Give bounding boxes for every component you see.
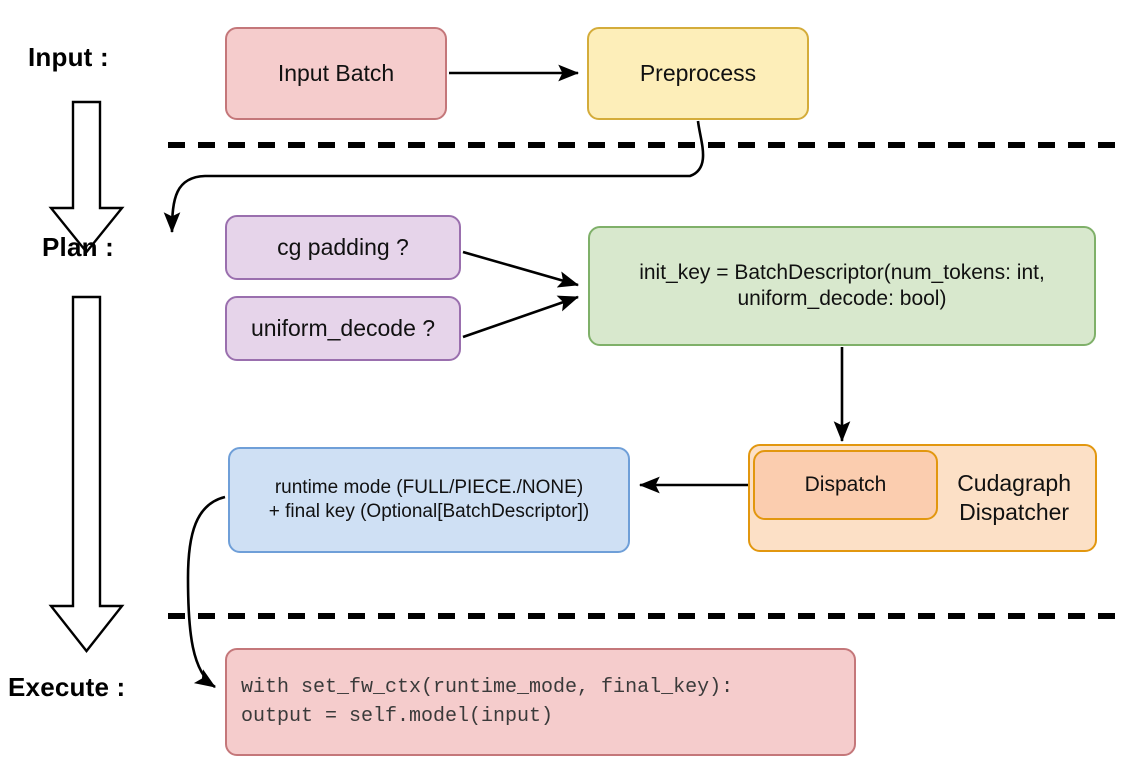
node-dispatch[interactable]: Dispatch — [753, 450, 938, 520]
node-input-batch[interactable]: Input Batch — [225, 27, 447, 120]
flow-arrow-input-to-plan — [48, 100, 125, 254]
stage-label-execute: Execute : — [8, 672, 126, 702]
edge-cg-padding-to-init-key — [462, 250, 579, 288]
flow-arrow-plan-to-execute — [48, 295, 125, 653]
node-cg-padding[interactable]: cg padding ? — [225, 215, 461, 280]
stage-label-plan: Plan : — [42, 232, 114, 262]
node-uniform-decode[interactable]: uniform_decode ? — [225, 296, 461, 361]
stage-label-input: Input : — [28, 42, 109, 72]
node-init-key-batch-descriptor[interactable]: init_key = BatchDescriptor(num_tokens: i… — [588, 226, 1096, 346]
edge-uniform-decode-to-init-key — [462, 295, 579, 339]
node-code-block[interactable]: with set_fw_ctx(runtime_mode, final_key)… — [225, 648, 856, 756]
node-runtime-mode[interactable]: runtime mode (FULL/PIECE./NONE) + final … — [228, 447, 630, 553]
node-preprocess[interactable]: Preprocess — [587, 27, 809, 120]
edge-runtime-mode-to-code-block — [186, 495, 226, 689]
